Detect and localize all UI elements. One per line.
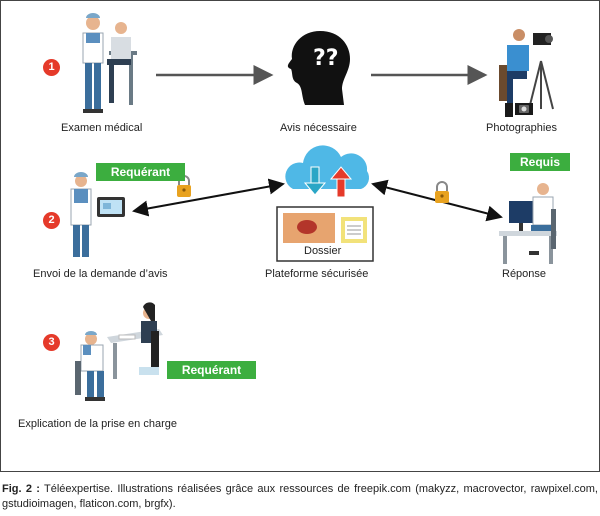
step-number: 2	[43, 212, 60, 229]
dossier-box	[276, 206, 374, 262]
lock-icon	[435, 181, 449, 203]
doctor-tablet-illustration	[70, 172, 125, 257]
arrow-envoi-plateforme	[132, 178, 285, 217]
doctor-patient-illustration	[82, 13, 137, 113]
badge-requerant: Requérant	[96, 163, 185, 181]
label-photos: Photographies	[486, 122, 557, 134]
label-avis: Avis nécessaire	[280, 122, 357, 134]
cloud-icon	[285, 145, 370, 198]
svg-text:??: ??	[313, 46, 339, 71]
badge-requis: Requis	[510, 153, 570, 171]
consultation-illustration	[75, 302, 163, 401]
caption-text: Téléexpertise. Illustrations réalisées g…	[2, 483, 598, 510]
figure-frame: ??	[0, 0, 600, 472]
label-plateforme: Plateforme sécurisée	[265, 268, 369, 280]
doctor-computer-illustration	[499, 183, 557, 264]
photographer-illustration	[499, 29, 554, 117]
label-explication: Explication de la prise en charge	[18, 418, 177, 430]
badge-requerant: Requérant	[167, 361, 256, 379]
diagram-canvas: ??	[70, 13, 557, 401]
figure-caption: Fig. 2 : Téléexpertise. Illustrations ré…	[2, 482, 598, 512]
step-number: 1	[43, 59, 60, 76]
label-dossier: Dossier	[304, 245, 342, 257]
label-examen: Examen médical	[61, 122, 143, 134]
caption-fig-label: Fig. 2 :	[2, 483, 40, 495]
thinking-head-icon: ??	[287, 31, 350, 105]
step-number: 3	[43, 334, 60, 351]
label-envoi: Envoi de la demande d’avis	[33, 268, 168, 280]
label-reponse: Réponse	[502, 268, 547, 280]
